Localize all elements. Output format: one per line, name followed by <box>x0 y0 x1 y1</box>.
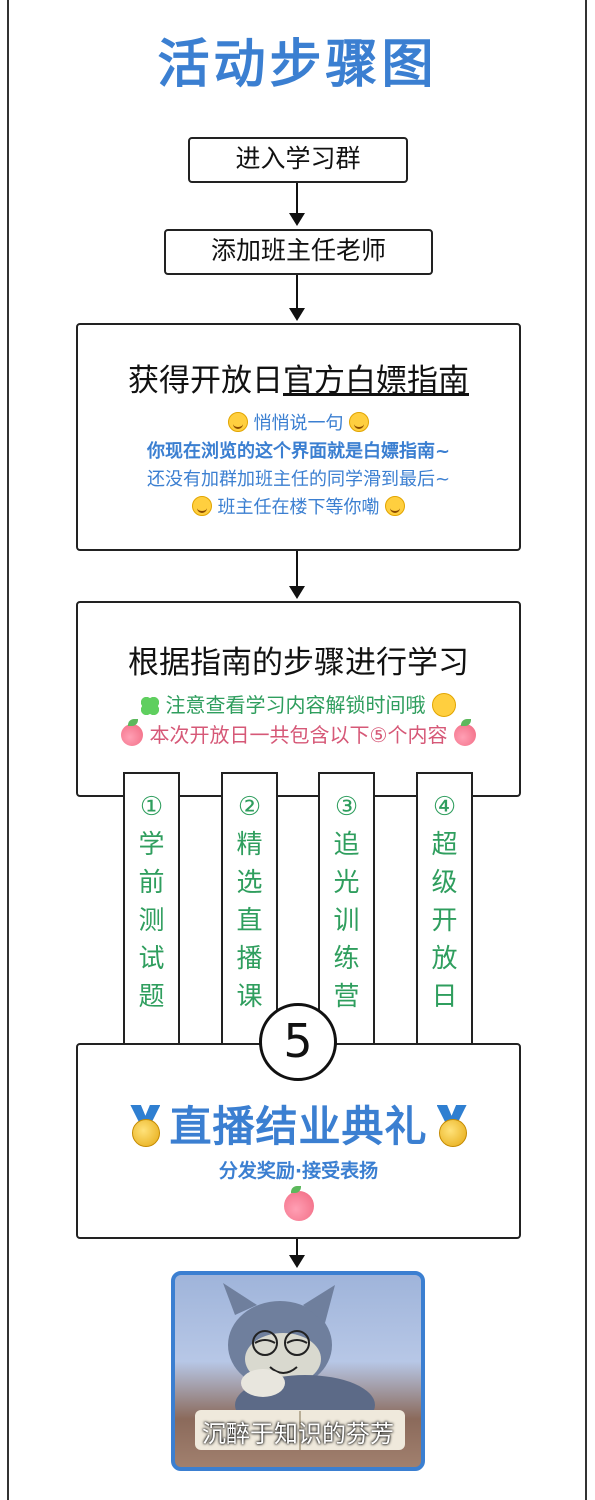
arrow-head <box>289 1255 305 1268</box>
pillar-char: 直 <box>236 906 263 936</box>
pillar-char: 放 <box>431 944 458 974</box>
kiss-icon <box>385 496 406 516</box>
pillar-char: 测 <box>138 906 165 936</box>
meme-image: 沉醉于知识的芬芳 <box>171 1271 425 1471</box>
guide-line-4-text: 班主任在楼下等你嘞 <box>217 497 380 518</box>
arrow-line <box>296 1239 298 1257</box>
pillar-number: ① <box>139 792 164 822</box>
step-add-teacher: 添加班主任老师 <box>164 229 433 275</box>
pillar-char: 光 <box>333 868 360 898</box>
pillar-open-day: ④ 超 级 开 放 日 <box>416 772 473 1046</box>
pillar-char: 课 <box>236 982 263 1012</box>
pillar-char: 题 <box>138 982 165 1012</box>
guide-line-3: 还没有加群加班主任的同学滑到最后~ <box>146 469 451 490</box>
pillar-char: 精 <box>236 830 263 860</box>
pillar-char: 练 <box>333 944 360 974</box>
pillar-char: 开 <box>431 906 458 936</box>
pillar-live-class: ② 精 选 直 播 课 <box>221 772 278 1046</box>
step-get-guide: 获得开放日官方白嫖指南 悄悄说一句 你现在浏览的这个界面就是白嫖指南~ 还没有加… <box>76 323 521 551</box>
step-join-group: 进入学习群 <box>188 137 408 183</box>
arrow-line <box>296 275 298 309</box>
peach-icon <box>453 719 476 746</box>
pillar-char: 试 <box>138 944 165 974</box>
graduation-title: 直播结业典礼 <box>169 1102 428 1151</box>
pillar-training-camp: ③ 追 光 训 练 营 <box>318 772 375 1046</box>
follow-heading: 根据指南的步骤进行学习 <box>128 645 469 681</box>
arrow-line <box>296 183 298 215</box>
guide-heading-underlined: 官方白嫖指南 <box>283 363 469 399</box>
pillar-char: 选 <box>236 868 263 898</box>
follow-line-1-text: 注意查看学习内容解锁时间哦 <box>165 693 426 717</box>
guide-line-2: 你现在浏览的这个界面就是白嫖指南~ <box>146 441 451 462</box>
hug-icon <box>431 693 456 717</box>
smile-icon <box>349 412 370 432</box>
graduation-title-row: 直播结业典礼 <box>78 1093 519 1154</box>
page-title: 活动步骤图 <box>157 35 438 95</box>
guide-heading-prefix: 获得开放日 <box>128 363 283 399</box>
arrow-line <box>296 551 298 587</box>
medal-icon <box>126 1105 164 1149</box>
clover-icon <box>141 697 160 715</box>
pillar-char: 追 <box>333 830 360 860</box>
medal-icon <box>433 1105 471 1149</box>
step-join-group-label: 进入学习群 <box>235 144 361 173</box>
pillar-number: ③ <box>334 792 359 822</box>
guide-line-4: 班主任在楼下等你嘞 <box>78 494 519 522</box>
peach-icon <box>121 719 144 746</box>
guide-heading: 获得开放日官方白嫖指南 <box>78 355 519 400</box>
guide-line-1: 悄悄说一句 <box>78 410 519 438</box>
pillar-char: 前 <box>138 868 165 898</box>
pillar-pretest: ① 学 前 测 试 题 <box>123 772 180 1046</box>
step-add-teacher-label: 添加班主任老师 <box>210 236 386 265</box>
step-five-badge: 5 <box>259 1003 337 1081</box>
pillar-number: ④ <box>432 792 457 822</box>
graduation-subtitle: 分发奖励·接受表扬 <box>218 1160 379 1182</box>
step-follow-guide: 根据指南的步骤进行学习 注意查看学习内容解锁时间哦 本次开放日一共包含以下⑤个内… <box>76 601 521 797</box>
pillar-char: 超 <box>431 830 458 860</box>
arrow-head <box>289 308 305 321</box>
arrow-head <box>289 213 305 226</box>
kiss-icon <box>191 496 212 516</box>
page-frame <box>7 0 587 1500</box>
pillar-number: ② <box>237 792 262 822</box>
pillar-char: 学 <box>138 830 165 860</box>
follow-line-1: 注意查看学习内容解锁时间哦 <box>78 690 519 720</box>
pillar-char: 营 <box>333 982 360 1012</box>
pillar-char: 级 <box>431 868 458 898</box>
graduation-peach <box>78 1186 519 1221</box>
peach-icon <box>283 1186 314 1221</box>
pillar-char: 训 <box>333 906 360 936</box>
guide-line-1-text: 悄悄说一句 <box>253 413 344 434</box>
cat-reading-illustration <box>195 1283 405 1450</box>
smile-icon <box>227 412 248 432</box>
meme-caption: 沉醉于知识的芬芳 <box>202 1420 394 1448</box>
step-graduation: 直播结业典礼 分发奖励·接受表扬 <box>76 1043 521 1239</box>
arrow-head <box>289 586 305 599</box>
pillar-char: 日 <box>431 982 458 1012</box>
follow-line-2-text: 本次开放日一共包含以下⑤个内容 <box>149 723 448 747</box>
pillar-char: 播 <box>236 944 263 974</box>
follow-line-2: 本次开放日一共包含以下⑤个内容 <box>78 719 519 750</box>
